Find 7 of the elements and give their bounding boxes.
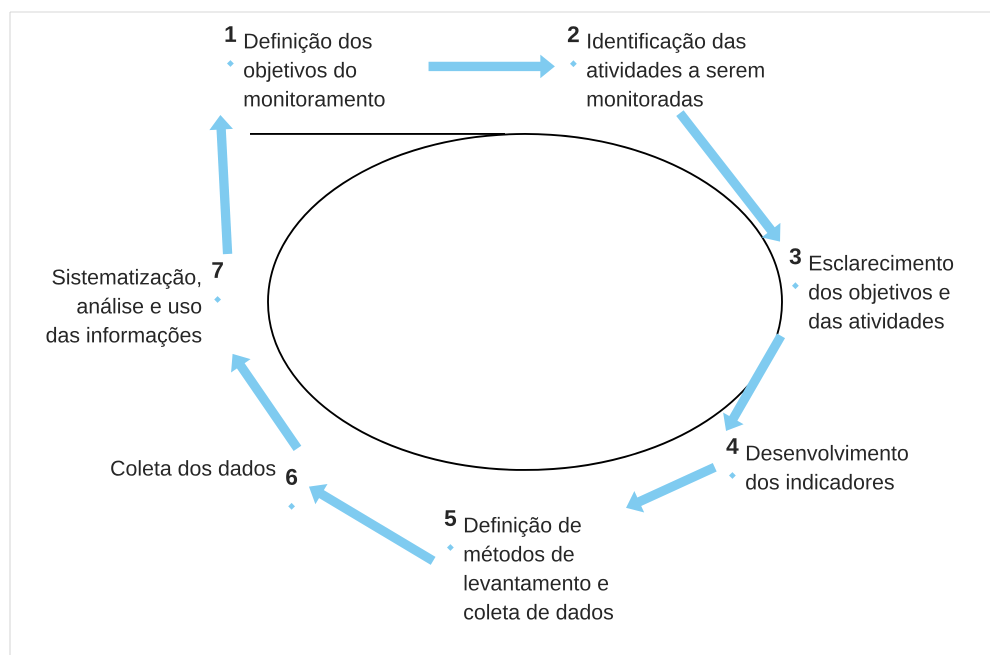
step-text: 4 Desenvolvimento dos indicadores — [726, 438, 908, 490]
step-text: 2 Identificação das atividades a serem monitoradas — [568, 26, 764, 107]
step-text: 1 Definição dos objetivos do monitoramento — [226, 26, 385, 107]
step-text: Coleta dos dados 6 — [111, 460, 298, 510]
step-text: 3 Esclarecimento dos objetivos e das atividades — [790, 248, 954, 329]
step-text: Sistematização, análise e uso das informações 7 — [46, 262, 223, 347]
step-text: 5 Definição de métodos de levantamento e coleta de dados — [444, 510, 614, 620]
